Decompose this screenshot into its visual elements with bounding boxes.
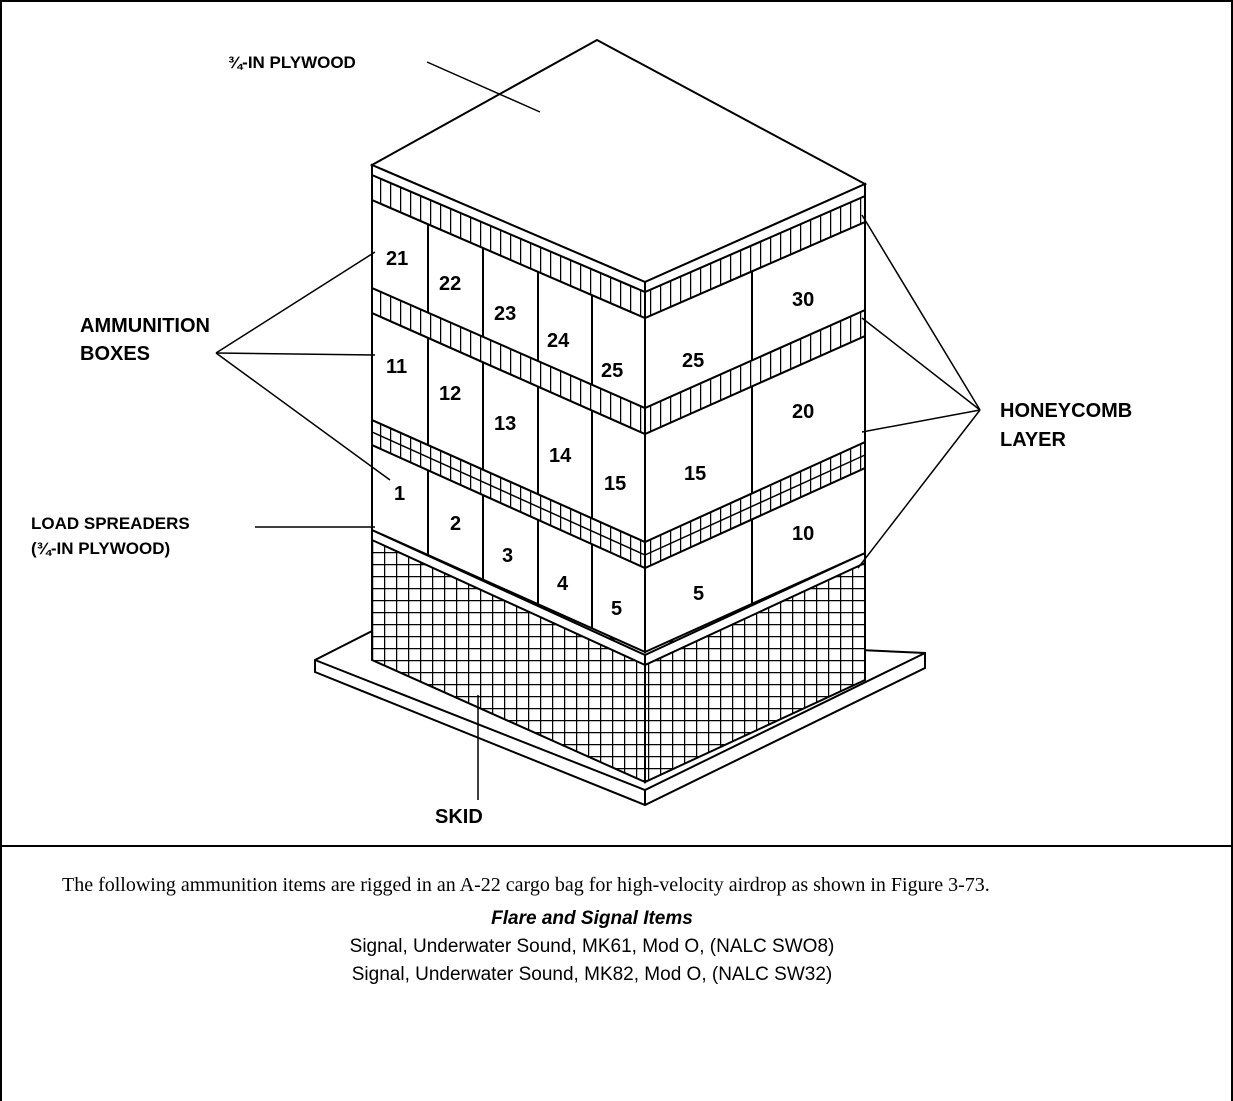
- box-number: 13: [494, 413, 516, 435]
- load-spreaders-label-line2: (¾-IN PLYWOOD): [31, 539, 170, 558]
- box-number: 30: [792, 289, 814, 311]
- box-number: 20: [792, 401, 814, 423]
- box-number: 4: [557, 573, 569, 595]
- honeycomb-layer-label-line2: LAYER: [1000, 429, 1067, 451]
- box-number: 25: [682, 350, 704, 372]
- bottom-honeycomb-block: [371, 528, 866, 784]
- ammunition-boxes-label-line1: AMMUNITION: [80, 315, 210, 337]
- figure-bottom-rule: [0, 845, 1233, 847]
- leader-lines: [215, 61, 981, 800]
- box-number: 1: [394, 483, 405, 505]
- box-number: 2: [450, 513, 461, 535]
- load-spreaders-label-line1: LOAD SPREADERS: [31, 514, 190, 533]
- list-item: Signal, Underwater Sound, MK82, Mod O, (…: [351, 964, 833, 985]
- ammunition-load-diagram: 21 22 23 24 25 25 30 11 12 13 14 15 15 2…: [31, 38, 1132, 828]
- box-number: 15: [604, 473, 626, 495]
- intro-paragraph: The following ammunition items are rigge…: [62, 874, 990, 896]
- box-number: 5: [611, 598, 622, 620]
- figure-top-border: [0, 0, 1233, 2]
- box-number: 14: [549, 445, 572, 467]
- top-plywood: [369, 38, 868, 294]
- box-number: 21: [386, 248, 408, 270]
- section-heading: Flare and Signal Items: [491, 908, 693, 929]
- box-number: 15: [684, 463, 706, 485]
- top-honeycomb-band: [371, 173, 866, 320]
- top-plywood-label: ¾-IN PLYWOOD: [228, 53, 356, 72]
- box-number: 12: [439, 383, 461, 405]
- text-block: The following ammunition items are rigge…: [62, 872, 1212, 992]
- box-number: 10: [792, 523, 814, 545]
- skid-label: SKID: [435, 806, 483, 828]
- ammunition-boxes-label-line2: BOXES: [80, 343, 150, 365]
- bottom-box-tier: [371, 443, 866, 654]
- top-box-tier: [371, 198, 866, 410]
- honeycomb-layer-label-line1: HONEYCOMB: [1000, 400, 1132, 422]
- box-number: 25: [601, 360, 623, 382]
- box-number: 11: [386, 356, 407, 378]
- box-number: 23: [494, 303, 516, 325]
- box-number: 5: [693, 583, 704, 605]
- box-number: 24: [547, 330, 570, 352]
- box-number: 3: [502, 545, 513, 567]
- list-item: Signal, Underwater Sound, MK61, Mod O, (…: [349, 936, 835, 957]
- box-number: 22: [439, 273, 461, 295]
